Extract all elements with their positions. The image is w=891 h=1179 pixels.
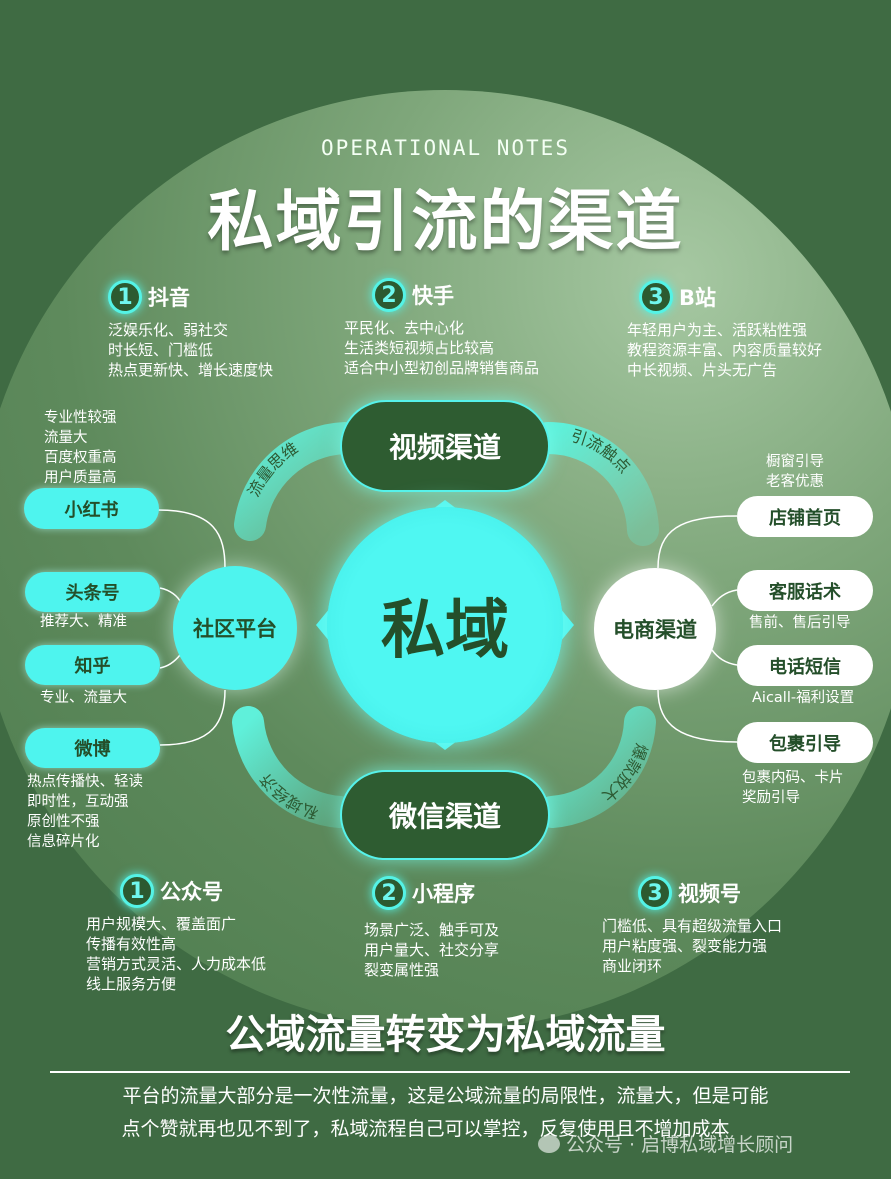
pill-customer-service: 客服话术 xyxy=(737,570,873,611)
connector-line xyxy=(711,649,738,666)
ecommerce-channel-node: 电商渠道 xyxy=(594,568,716,690)
desc-line: 用户质量高 xyxy=(44,470,117,486)
desc-line: 用户粘度强、裂变能力强 xyxy=(602,937,768,955)
number-badge: 3 xyxy=(639,280,673,314)
pill-shop-home: 店铺首页 xyxy=(737,496,873,537)
watermark: 公众号 · 启博私域增长顾问 xyxy=(538,1130,793,1157)
video-channel-node: 视频渠道 xyxy=(340,400,550,492)
desc-line: 老客优惠 xyxy=(766,474,824,490)
private-domain-center: 私域 xyxy=(327,507,563,743)
desc-line: 热点更新快、增长速度快 xyxy=(108,361,274,379)
watermark-text: 公众号 · 启博私域增长顾问 xyxy=(566,1134,794,1156)
number-badge: 3 xyxy=(638,876,672,910)
community-platform-node: 社区平台 xyxy=(173,566,297,690)
platform-name: 抖音 xyxy=(148,286,190,310)
wechat-channel-node: 微信渠道 xyxy=(340,770,550,860)
page-title: 私域引流的渠道 xyxy=(207,183,684,260)
xiaohongshu-desc: 专业性较强流量大百度权重高用户质量高 xyxy=(44,408,117,488)
diamond-tip xyxy=(316,608,330,642)
desc-line: 热点传播快、轻读 xyxy=(27,774,143,790)
number-badge: 2 xyxy=(372,876,406,910)
desc-line: 原创性不强 xyxy=(27,814,100,830)
toutiao-desc: 推荐大、精准 xyxy=(40,614,127,630)
desc-line: 商业闭环 xyxy=(602,957,663,975)
footer-text: 平台的流量大部分是一次性流量，这是公域流量的局限性，流量大，但是可能点个赞就再也… xyxy=(0,1080,891,1146)
desc-line: 适合中小型初创品牌销售商品 xyxy=(344,359,540,377)
number-badge: 1 xyxy=(108,280,142,314)
footer-line: 平台的流量大部分是一次性流量，这是公域流量的局限性，流量大，但是可能 xyxy=(122,1085,769,1107)
divider xyxy=(50,1071,850,1073)
subtitle: OPERATIONAL NOTES xyxy=(321,136,570,160)
connector-line xyxy=(657,689,738,743)
desc-line: 用户量大、社交分享 xyxy=(364,941,500,959)
desc-line: 橱窗引导 xyxy=(766,454,824,470)
connector-line xyxy=(711,589,738,607)
desc-line: 中长视频、片头无广告 xyxy=(627,361,778,379)
platform-name: 视频号 xyxy=(678,882,741,906)
desc-line: 流量大 xyxy=(44,430,88,446)
diamond-tip xyxy=(560,608,574,642)
desc-line: 奖励引导 xyxy=(742,790,800,806)
desc-line: 门槛低、具有超级流量入口 xyxy=(602,917,783,935)
desc-line: 生活类短视频占比较高 xyxy=(344,339,495,357)
desc-line: 场景广泛、触手可及 xyxy=(364,921,500,939)
number-badge: 2 xyxy=(372,278,406,312)
desc-line: 线上服务方便 xyxy=(86,975,177,993)
pill-weibo: 微博 xyxy=(25,728,160,768)
pill-toutiao: 头条号 xyxy=(25,572,160,612)
connector-line xyxy=(657,515,738,569)
connector-line xyxy=(159,654,181,669)
footer-line: 点个赞就再也见不到了，私域流程自己可以掌控，反复使用且不增加成本 xyxy=(121,1118,730,1140)
desc-line: 教程资源丰富、内容质量较好 xyxy=(627,341,823,359)
pill-package: 包裹引导 xyxy=(737,722,873,763)
platform-name: 快手 xyxy=(412,284,454,308)
desc-line: 用户规模大、覆盖面广 xyxy=(86,915,237,933)
phone-sms-desc: Aicall-福利设置 xyxy=(752,690,855,706)
desc-line: 时长短、门槛低 xyxy=(108,341,214,359)
desc-line: 年轻用户为主、活跃粘性强 xyxy=(627,321,808,339)
pill-phone-sms: 电话短信 xyxy=(737,645,873,686)
desc-line: 信息碎片化 xyxy=(27,834,100,850)
connector-line xyxy=(157,509,226,569)
desc-line: 包裹内码、卡片 xyxy=(742,770,844,786)
desc-line: 传播有效性高 xyxy=(86,935,177,953)
desc-line: 百度权重高 xyxy=(44,450,117,466)
connector-line xyxy=(159,689,226,746)
shop-desc: 橱窗引导老客优惠 xyxy=(766,452,824,492)
pill-zhihu: 知乎 xyxy=(25,645,160,685)
pill-xiaohongshu: 小红书 xyxy=(24,488,159,529)
desc-line: 专业性较强 xyxy=(44,410,117,426)
wechat-icon xyxy=(538,1134,560,1153)
package-desc: 包裹内码、卡片奖励引导 xyxy=(742,768,844,808)
desc-line: 泛娱乐化、弱社交 xyxy=(108,321,229,339)
platform-name: B站 xyxy=(679,286,717,310)
desc-line: 平民化、去中心化 xyxy=(344,319,465,337)
platform-name: 公众号 xyxy=(160,880,223,904)
zhihu-desc: 专业、流量大 xyxy=(40,690,127,706)
customer-service-desc: 售前、售后引导 xyxy=(749,615,851,631)
platform-name: 小程序 xyxy=(412,882,475,906)
desc-line: 营销方式灵活、人力成本低 xyxy=(86,955,267,973)
desc-line: 即时性，互动强 xyxy=(27,794,129,810)
footer-headline: 公域流量转变为私域流量 xyxy=(225,1012,666,1058)
number-badge: 1 xyxy=(120,874,154,908)
weibo-desc: 热点传播快、轻读即时性，互动强原创性不强信息碎片化 xyxy=(27,772,143,852)
desc-line: 裂变属性强 xyxy=(364,961,440,979)
